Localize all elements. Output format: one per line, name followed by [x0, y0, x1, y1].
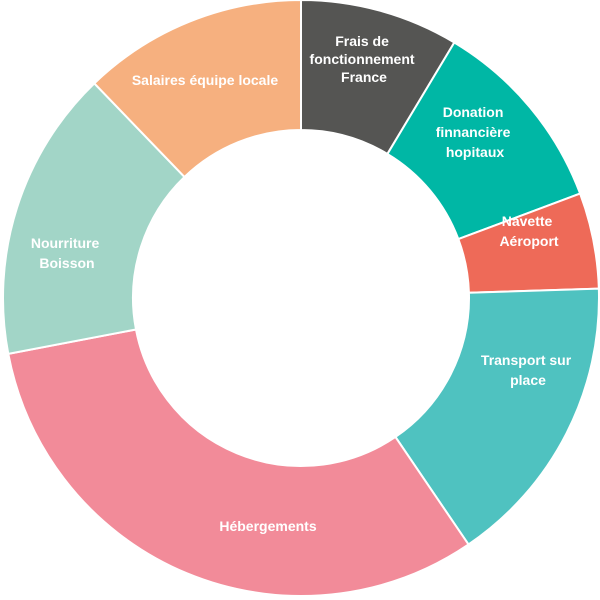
- donut-slice-6: [92, 0, 302, 179]
- label-transport: Transport sur place: [481, 352, 575, 388]
- label-navette: Navette Aéroport: [499, 213, 558, 249]
- donut-slice-4: [7, 328, 470, 597]
- label-donation: Donation finnancière hopitaux: [436, 104, 515, 160]
- donut-slice-5: [2, 81, 186, 356]
- label-salaires: Salaires équipe locale: [132, 72, 279, 88]
- label-hebergements: Hébergements: [219, 518, 316, 534]
- label-nourriture: Nourriture Boisson: [31, 235, 103, 271]
- donut-slice-3: [394, 287, 600, 546]
- label-frais: Frais de fonctionnement France: [310, 33, 419, 85]
